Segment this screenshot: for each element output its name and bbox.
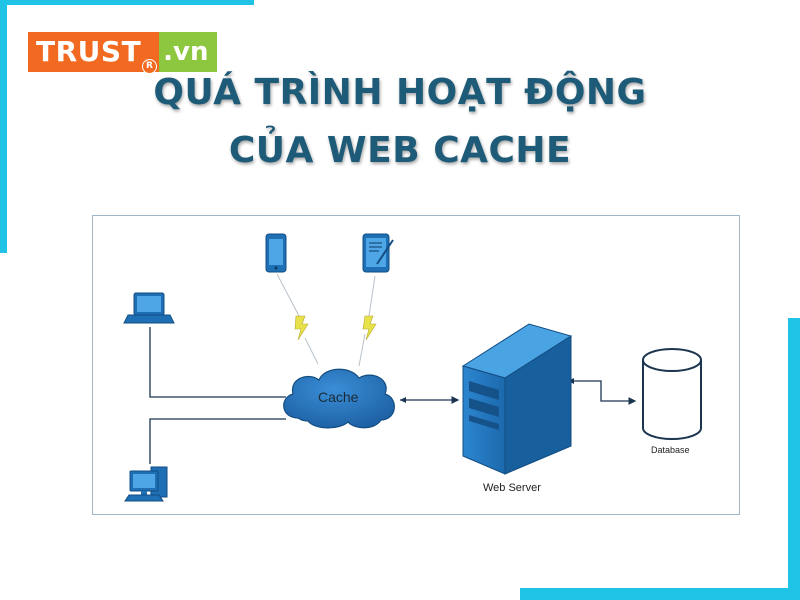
laptop-to-cache-line [149, 327, 286, 398]
bottom-right-accent-bar-vertical [788, 318, 800, 600]
logo-trust-text: TRUST [36, 35, 142, 68]
logo-vn-part: .vn [159, 32, 217, 72]
database-icon [642, 348, 702, 440]
web-server-label: Web Server [483, 482, 541, 494]
database-label: Database [651, 445, 690, 455]
smartphone-icon [265, 233, 287, 273]
cache-arrowhead [400, 397, 406, 403]
cache-label: Cache [318, 389, 359, 405]
logo-vn-text: .vn [163, 37, 209, 67]
lightning-bolt-left [294, 315, 309, 341]
diagram-canvas [123, 233, 702, 502]
laptop-icon [123, 292, 175, 324]
trust-vn-logo: TRUST R .vn [28, 32, 217, 74]
tablet-icon [362, 233, 394, 273]
server-to-database-arrow [568, 380, 637, 405]
page-title-line-2: CỦA WEB CACHE [228, 130, 572, 171]
top-left-accent-bar-vertical [0, 0, 7, 253]
top-left-accent-bar-horizontal [0, 0, 254, 5]
registered-mark: R [142, 59, 158, 74]
connections [149, 327, 637, 464]
web-cache-diagram: Cache Web Server Database [92, 215, 740, 515]
page-title-line-1: QUÁ TRÌNH HOẠT ĐỘNG [153, 72, 647, 113]
desktop-computer-icon [124, 466, 168, 502]
lightning-bolt-right [362, 315, 377, 341]
cache-cloud [283, 368, 395, 429]
wireless-links [276, 273, 376, 367]
web-server-icon [461, 323, 573, 475]
bottom-right-accent-bar-horizontal [520, 588, 800, 600]
desktop-to-cache-line [149, 418, 286, 464]
logo-trust-part: TRUST R [28, 32, 160, 74]
